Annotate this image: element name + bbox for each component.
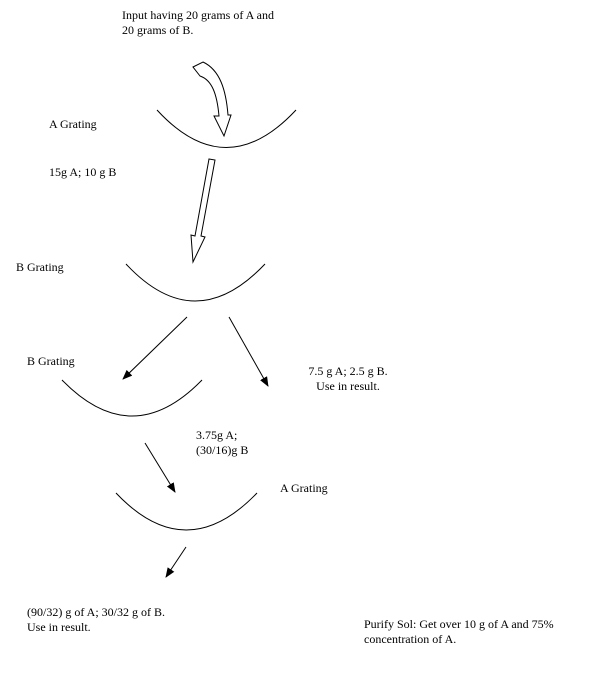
a-grating-1-label: A Grating <box>49 117 97 131</box>
b-grating-2-arc <box>125 263 266 302</box>
b-grating-3-label: B Grating <box>27 354 75 368</box>
purify-note: Purify Sol: Get over 10 g of A and 75% c… <box>364 617 554 646</box>
hollow-arrow-1-to-2 <box>190 158 216 264</box>
b-grating-3-arc <box>61 379 203 417</box>
arrow-to-left-b-grating <box>122 316 188 380</box>
a-grating-4-arc <box>115 492 258 531</box>
arrow-to-right-output <box>228 316 269 387</box>
right-output-label: 7.5 g A; 2.5 g B. Use in result. <box>308 364 388 393</box>
left-output-label: 3.75g A; (30/16)g B <box>196 428 249 457</box>
input-label: Input having 20 grams of A and 20 grams … <box>122 8 274 37</box>
arrow-to-final-output <box>165 546 187 578</box>
stage1-output-label: 15g A; 10 g B <box>49 165 117 179</box>
a-grating-1-arc <box>156 109 297 148</box>
arrow-to-a-grating-4 <box>144 442 176 493</box>
b-grating-2-label: B Grating <box>16 260 64 274</box>
input-curved-arrow <box>192 61 232 138</box>
final-output-label: (90/32) g of A; 30/32 g of B. Use in res… <box>27 605 165 634</box>
a-grating-4-label: A Grating <box>280 481 328 495</box>
